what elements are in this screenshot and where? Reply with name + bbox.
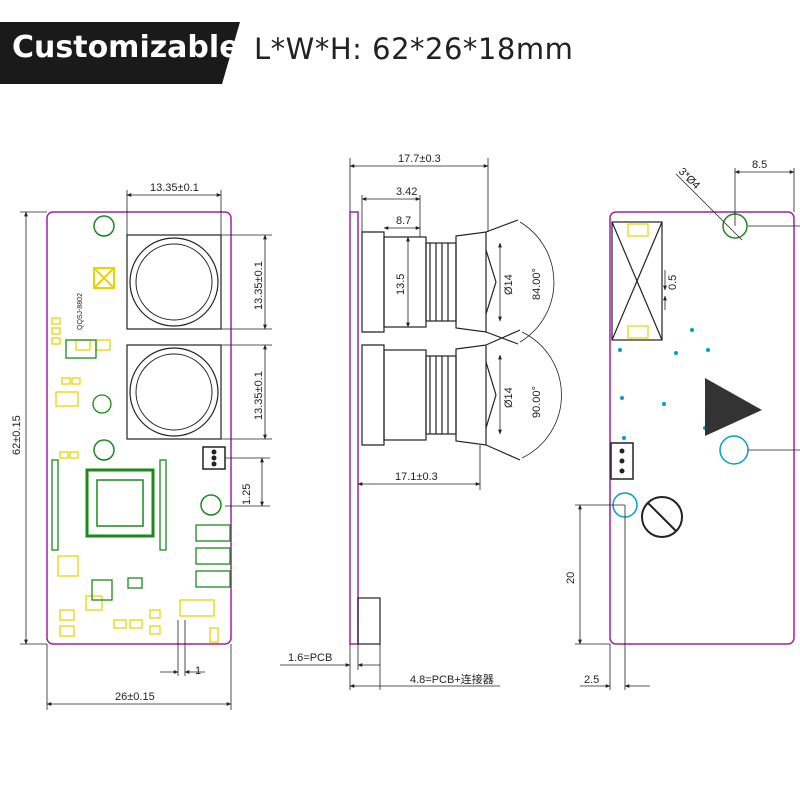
side-lens2-angle: 90.00° — [531, 386, 543, 418]
front-lens-width-dim: 13.35±0.1 — [150, 182, 199, 194]
back-top-dim: 8.5 — [752, 159, 767, 171]
side-total-depth-dim: 17.7±0.3 — [398, 153, 441, 165]
pb-free-icon — [641, 496, 683, 538]
front-pin-dim: 1 — [195, 665, 201, 677]
back-3pin-connector — [610, 442, 634, 480]
front-height-dim: 62±0.15 — [11, 415, 23, 455]
front-lens2-height-dim: 13.35±0.1 — [253, 371, 265, 420]
side-d2-dim: 8.7 — [396, 215, 411, 227]
back-vias — [618, 328, 710, 440]
board-label: QQSJ-8802 — [77, 293, 84, 330]
side-bottom-depth-dim: 17.1±0.3 — [395, 471, 438, 483]
side-lens2-dia: Ø14 — [503, 387, 515, 408]
side-dimension-lines — [280, 158, 562, 690]
back-fpc-connector — [611, 221, 663, 341]
warning-marker — [93, 267, 115, 289]
back-conn-dim: 0.5 — [667, 275, 679, 290]
side-pcb-conn-dim: 4.8=PCB+连接器 — [410, 673, 494, 686]
side-view: 17.7±0.3 3.42 8.7 13.5 Ø14 84.00° Ø14 90… — [280, 153, 562, 690]
front-pcb-outline — [46, 211, 232, 645]
side-lens1-angle: 84.00° — [531, 268, 543, 300]
back-view: 3*Ø4 8.5 0.5 20 2.5 — [565, 159, 800, 690]
back-side-dim: 20 — [565, 572, 577, 584]
component-traces — [51, 339, 231, 601]
side-pcb-dim: 1.6=PCB — [288, 652, 332, 664]
back-bottom-dim: 2.5 — [584, 674, 599, 686]
side-d3-dim: 13.5 — [395, 274, 407, 295]
front-width-dim: 26±0.15 — [115, 691, 155, 703]
back-mount-hole — [719, 435, 749, 465]
front-lens-top — [126, 234, 222, 330]
front-mount-hole — [93, 439, 115, 461]
front-mount-hole — [200, 494, 222, 516]
dimension-spec: L*W*H: 62*26*18mm — [254, 32, 574, 66]
badge-background — [0, 22, 240, 84]
main-chip — [85, 468, 155, 538]
header: Customizable L*W*H: 62*26*18mm — [0, 0, 800, 110]
front-lens1-height-dim: 13.35±0.1 — [253, 261, 265, 310]
front-lens-bottom — [126, 344, 222, 440]
front-dimension-lines — [20, 190, 272, 710]
side-lens-bottom — [361, 329, 521, 461]
back-dimension-lines — [575, 168, 800, 690]
front-view: QQSJ-8802 13.35±0.1 13 — [11, 182, 272, 710]
component-pads — [51, 317, 219, 643]
warning-triangle-icon — [705, 378, 762, 436]
front-mount-hole — [93, 215, 115, 237]
side-connector — [357, 597, 381, 645]
front-pitch-dim: 1.25 — [241, 484, 253, 505]
badge-label: Customizable — [12, 30, 240, 65]
back-hole-dim: 3*Ø4 — [676, 166, 702, 192]
side-pcb — [349, 211, 359, 645]
side-lens-top — [361, 219, 519, 345]
front-3pin-connector — [202, 446, 226, 470]
side-d1-dim: 3.42 — [396, 186, 417, 198]
side-lens1-dia: Ø14 — [503, 274, 515, 295]
back-pcb-outline — [609, 211, 795, 645]
